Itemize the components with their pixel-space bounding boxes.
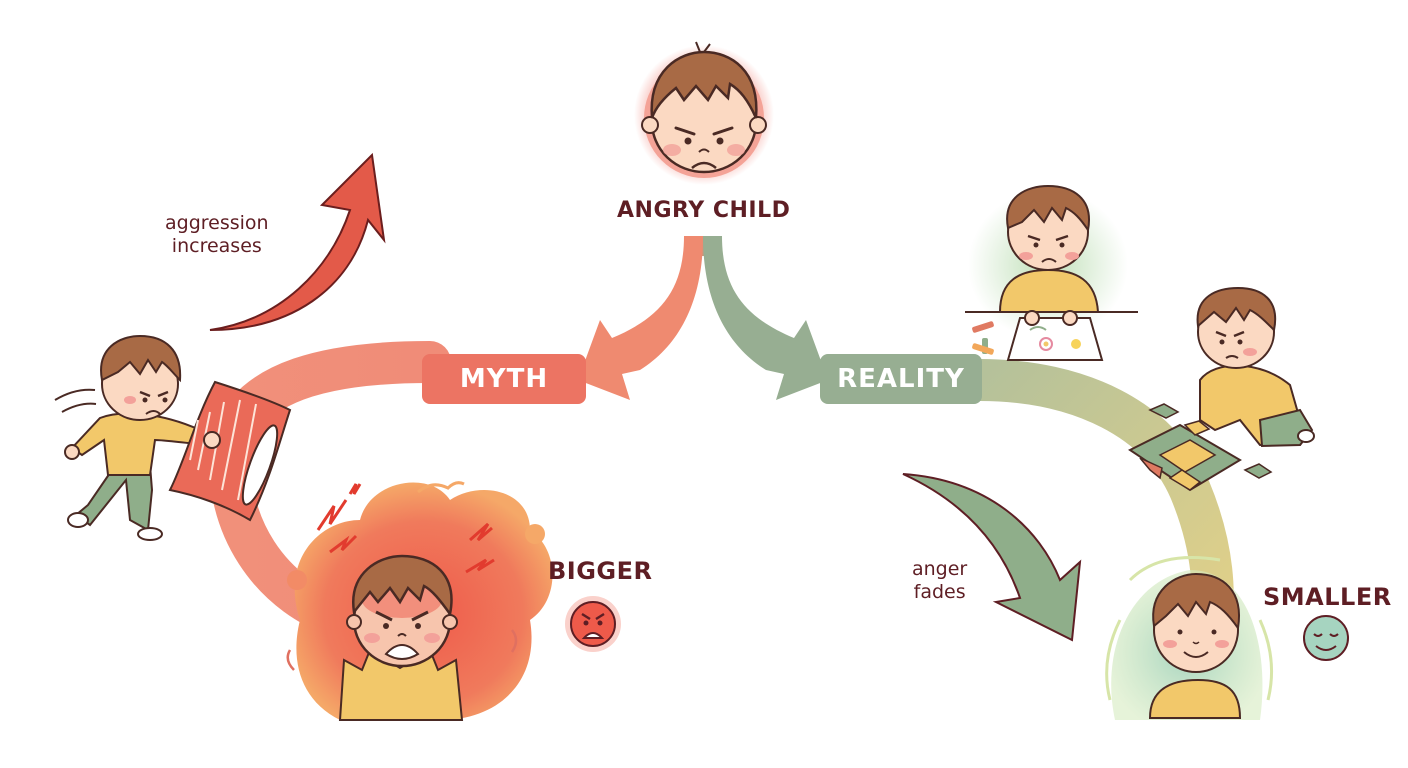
angry-child-face-icon <box>634 41 774 185</box>
center-label: ANGRY CHILD <box>617 198 791 223</box>
child-doing-puzzle-illustration <box>1128 286 1315 492</box>
aggression-increases-arrow-icon <box>209 152 386 331</box>
aggression-increases-note: aggression increases <box>165 212 269 257</box>
calm-child-illustration <box>1105 556 1274 720</box>
reality-label: REALITY <box>820 354 982 404</box>
child-drawing-illustration <box>965 184 1138 361</box>
calm-emoji-icon <box>1303 615 1349 661</box>
angry-emoji-icon <box>565 596 621 652</box>
furious-child-illustration <box>286 481 553 721</box>
split-arrows <box>578 236 828 400</box>
anger-fades-note: anger fades <box>912 558 968 603</box>
smaller-label: SMALLER <box>1263 583 1392 611</box>
bigger-label: BIGGER <box>548 557 653 585</box>
myth-label: MYTH <box>422 354 586 404</box>
child-hitting-pillow-illustration <box>54 334 292 541</box>
anger-fades-arrow-icon <box>902 473 1082 642</box>
